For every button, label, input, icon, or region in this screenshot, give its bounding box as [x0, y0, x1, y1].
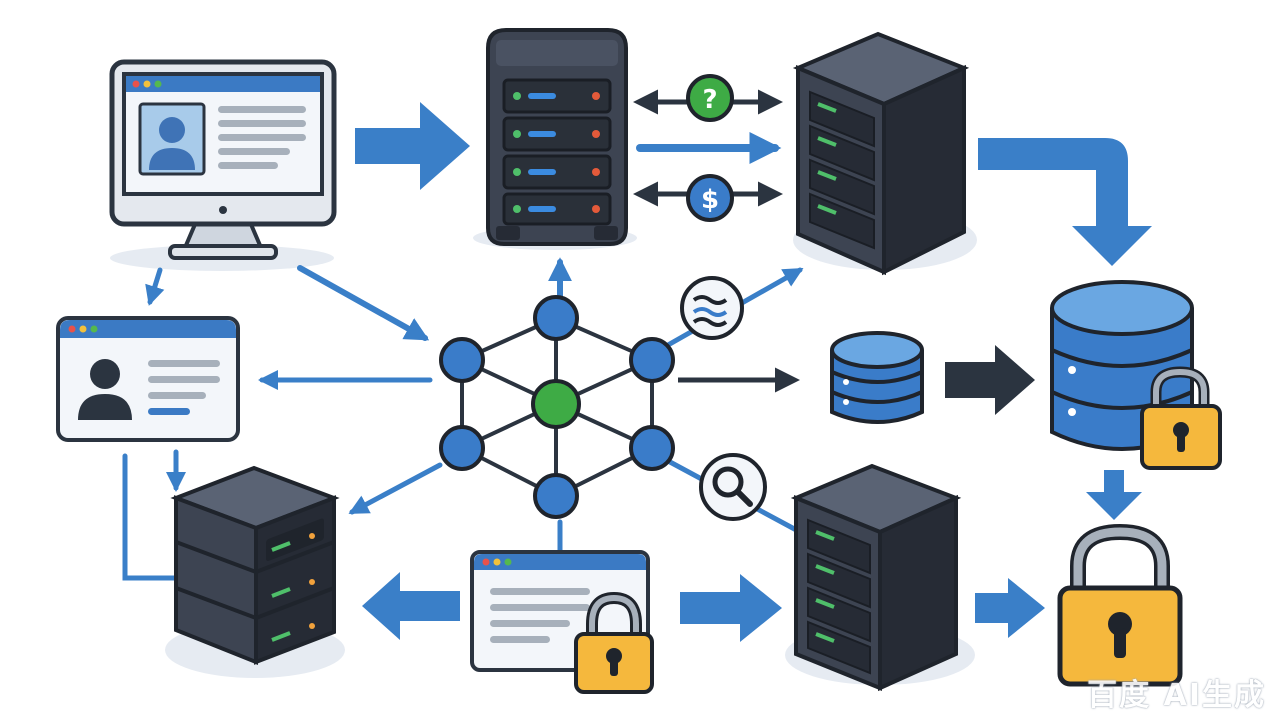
arrow-monitor-to-server [355, 102, 470, 190]
monitor-power-button [219, 206, 227, 214]
search-icon [699, 453, 767, 521]
rack-server [486, 28, 628, 246]
user-icon [159, 117, 185, 143]
arrow-browser-to-tower [680, 574, 782, 642]
server-tower-bottom [790, 463, 962, 692]
profile-window [56, 316, 240, 442]
arrow-secure-db-to-lock [1086, 470, 1142, 520]
arrow-hub-to-server-stack [348, 462, 443, 515]
hub-node-bottom [533, 473, 579, 519]
dollar-icon-text: $ [701, 185, 719, 215]
desktop-monitor [109, 59, 337, 260]
window-maximize-dot [154, 80, 162, 88]
arrow-tower-to-lock [975, 578, 1045, 638]
arrow-monitor-to-hub [297, 265, 430, 341]
server-slot-4 [502, 192, 612, 226]
secure-browser-window [470, 550, 654, 694]
padlock-icon [1057, 523, 1183, 687]
browser-lock-icon [574, 591, 654, 694]
line-profile-to-server-stack [122, 453, 183, 581]
data-exchange-icon [680, 276, 744, 340]
hub-node-upper-right [629, 337, 675, 383]
server-slot-1 [502, 78, 612, 114]
dark-arrows [633, 89, 1035, 415]
block-arrows [355, 102, 1152, 642]
window-close-dot [132, 80, 140, 88]
arrow-tower-to-database [978, 138, 1152, 266]
watermark: 百度 AI生成 [1087, 678, 1266, 713]
hub-node-upper-left [439, 337, 485, 383]
server-tower-top [792, 31, 970, 276]
window-minimize-dot [143, 80, 151, 88]
server-stack [170, 465, 340, 665]
hub-node-lower-right [629, 425, 675, 471]
browser-window-title-bar [474, 554, 646, 570]
browser-title-bar [126, 76, 320, 92]
lock-icon [1140, 366, 1222, 470]
dollar-icon: $ [686, 174, 734, 222]
server-slot-3 [502, 154, 612, 190]
arrow-monitor-to-profile [145, 267, 165, 306]
question-icon-text: ? [702, 85, 717, 115]
question-icon: ? [686, 74, 734, 122]
hub-node-center [531, 379, 581, 429]
user-avatar-icon [90, 359, 120, 389]
secure-database [1050, 280, 1222, 470]
server-slot-2 [502, 116, 612, 152]
hub-node-top [533, 295, 579, 341]
arrow-browser-to-server-stack [362, 572, 460, 640]
network-hub [439, 295, 675, 519]
database-icon [830, 331, 924, 424]
profile-window-title-bar [60, 320, 236, 338]
hub-node-lower-left [439, 425, 485, 471]
arrow-database-to-secure-database [945, 345, 1035, 415]
